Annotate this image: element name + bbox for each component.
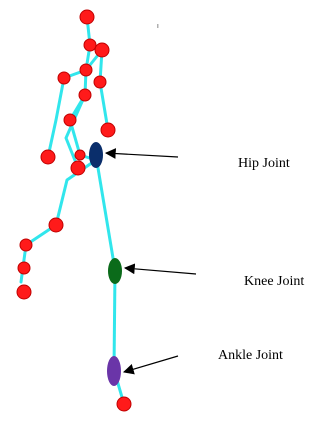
marker-chest: [80, 64, 92, 76]
marker-foot-back: [18, 262, 30, 274]
marker-ankle-back: [20, 239, 32, 251]
marker-elbow-back: [41, 150, 55, 164]
marker-elbow-front: [94, 76, 106, 88]
marker-knee-back: [49, 218, 63, 232]
marker-waist-back: [64, 114, 76, 126]
front-thigh-bone: [96, 156, 115, 270]
marker-head: [80, 10, 94, 24]
ankle-arrow: [124, 356, 178, 372]
marker-foot-front: [117, 397, 131, 411]
ankle-joint-marker: [107, 356, 121, 386]
hip-arrow: [106, 153, 178, 157]
marker-shoulder-front: [95, 43, 109, 57]
hip-joint-label: Hip Joint: [238, 156, 290, 171]
marker-neck: [84, 39, 96, 51]
hip-joint-marker: [89, 142, 103, 168]
skeleton-bones: [21, 17, 124, 404]
front-shin-bone: [114, 270, 115, 370]
knee-joint-label: Knee Joint: [244, 274, 304, 289]
ankle-joint-label: Ankle Joint: [218, 348, 283, 363]
knee-arrow: [125, 268, 196, 274]
marker-pelvis: [75, 150, 85, 160]
stray-dot: [157, 24, 159, 28]
marker-torso: [79, 89, 91, 101]
marker-wrist-front: [101, 123, 115, 137]
knee-joint-marker: [108, 258, 122, 284]
head-neck-bone: [85, 17, 90, 95]
marker-shoulder-back: [58, 72, 70, 84]
marker-hip-back: [71, 161, 85, 175]
marker-toe-back: [17, 285, 31, 299]
front-arm-bone: [86, 50, 108, 130]
